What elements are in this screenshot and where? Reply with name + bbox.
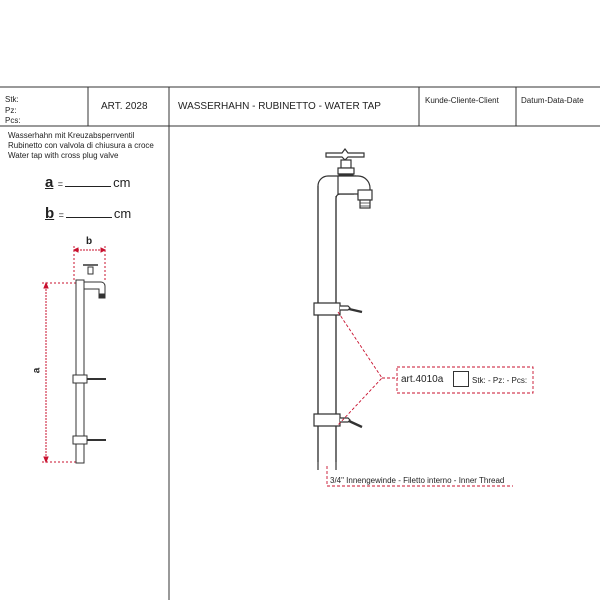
accessory-qty-label: Stk: - Pz: - Pcs:	[472, 376, 528, 385]
description-de: Wasserhahn mit Kreuzabsperrventil	[8, 131, 135, 140]
small-tap-drawing	[42, 246, 107, 464]
small-drawing-label-b: b	[86, 236, 93, 247]
dimension-a-equals: =	[57, 179, 64, 189]
qty-label-stk: Stk:	[5, 95, 19, 104]
large-tap-drawing	[313, 148, 373, 470]
accessory-frame	[396, 366, 534, 394]
accessory-leaders	[326, 311, 513, 487]
dimension-b-field[interactable]: b = cm	[45, 205, 131, 223]
small-drawing-label-a: a	[31, 367, 43, 374]
date-field[interactable]: Datum-Data-Date	[521, 96, 584, 105]
accessory-article: art.4010a	[401, 374, 444, 385]
client-field[interactable]: Kunde-Cliente-Client	[425, 96, 499, 105]
dimension-b-blank[interactable]	[65, 217, 112, 218]
dimension-a-letter: a	[45, 174, 54, 191]
description-it: Rubinetto con valvola di chiusura a croc…	[8, 141, 154, 150]
qty-label-pcs: Pcs:	[5, 116, 21, 125]
thread-note: 3/4" Innengewinde - Filetto interno - In…	[330, 476, 505, 485]
dimension-a-unit: cm	[113, 175, 131, 190]
dimension-a-field[interactable]: a = cm	[45, 174, 130, 192]
dimension-a-blank[interactable]	[65, 186, 112, 187]
description-en: Water tap with cross plug valve	[8, 151, 119, 160]
dimension-b-letter: b	[45, 205, 55, 222]
qty-label-pz: Pz:	[5, 106, 17, 115]
accessory-qty-checkbox[interactable]	[453, 371, 469, 387]
page-title: WASSERHAHN - RUBINETTO - WATER TAP	[178, 101, 381, 112]
article-number: ART. 2028	[101, 101, 148, 112]
dimension-b-unit: cm	[113, 206, 132, 221]
dimension-b-equals: =	[58, 210, 64, 220]
